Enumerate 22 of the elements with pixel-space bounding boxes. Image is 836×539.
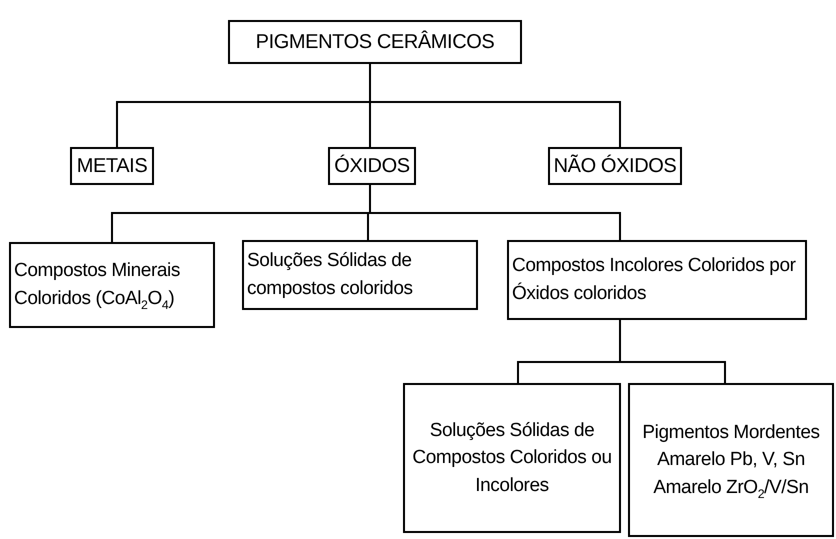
category-label: Compostos Incolores Coloridos por Óxidos coloridos [512, 254, 797, 306]
category-box [70, 147, 154, 185]
connector-line [369, 185, 621, 240]
category-box [628, 383, 834, 537]
category-box [507, 240, 807, 320]
category-box [403, 383, 621, 533]
category-label: Pigmentos Mordentes [642, 420, 820, 445]
category-label: PIGMENTOS CERÂMICOS [256, 30, 494, 54]
category-box [328, 147, 416, 185]
category-label: NÃO ÓXIDOS [554, 154, 676, 178]
connector-line [369, 64, 621, 147]
category-box [242, 240, 478, 310]
category-label: Amarelo ZrO$_{2}$/V/Sn [653, 476, 809, 502]
category-box [548, 147, 682, 185]
category-box [9, 242, 215, 328]
category-label: Soluções Sólidas de compostos coloridos [247, 249, 414, 301]
category-label: Soluções Sólidas de Compostos Coloridos ou Incolores [411, 418, 613, 498]
category-label: METAIS [76, 154, 148, 178]
category-label: Compostos Minerais Coloridos (CoAl$_{2}$O$_{4}$) [14, 259, 181, 313]
category-label: ÓXIDOS [334, 154, 410, 178]
category-label: Amarelo Pb, V, Sn [657, 448, 805, 472]
category-box [228, 20, 522, 64]
